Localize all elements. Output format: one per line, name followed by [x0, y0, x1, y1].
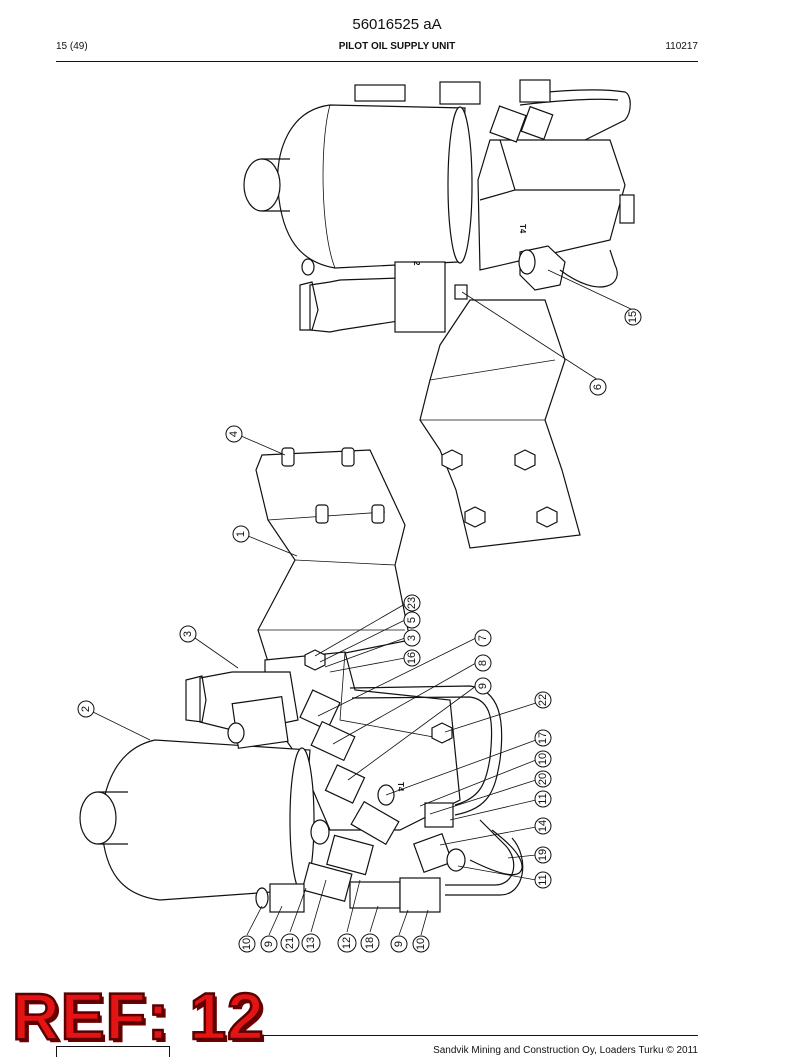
document-code: 110217 [665, 41, 698, 52]
port-label-t4-upper: T4 [518, 224, 527, 234]
ref-stamp: REF: 12 [11, 979, 265, 1053]
callout-10-right: 10 [419, 750, 552, 807]
svg-text:11: 11 [537, 874, 549, 885]
svg-text:20: 20 [537, 773, 549, 785]
svg-text:11: 11 [537, 793, 549, 804]
lower-accumulator [101, 739, 311, 901]
callout-1: 1 [232, 525, 298, 557]
upper-solenoid [309, 277, 406, 333]
callout-7: 7 [317, 629, 492, 717]
svg-text:19: 19 [537, 849, 549, 861]
callout-12: 12 [337, 879, 361, 953]
upper-accumulator [277, 104, 466, 269]
page-title: PILOT OIL SUPPLY UNIT [338, 41, 456, 52]
svg-text:10: 10 [537, 753, 549, 765]
header-rule [56, 61, 698, 62]
callout-17: 17 [385, 729, 552, 796]
svg-text:13: 13 [305, 937, 317, 949]
callout-9-upper: 9 [347, 677, 492, 781]
callout-21: 21 [280, 887, 307, 953]
lower-bracket [255, 449, 411, 669]
lower-assembly: T4 [79, 447, 524, 913]
callout-13: 13 [301, 879, 327, 953]
svg-text:5: 5 [406, 617, 418, 623]
svg-text:10: 10 [415, 938, 427, 950]
svg-text:6: 6 [592, 384, 604, 390]
lower-bracket-studs [281, 447, 385, 524]
callout-4: 4 [225, 425, 286, 456]
callout-2: 2 [77, 700, 151, 741]
svg-text:15: 15 [627, 311, 639, 323]
callout-15: 15 [547, 269, 642, 326]
callout-10-bottom-right: 10 [412, 909, 430, 953]
svg-text:16: 16 [406, 652, 418, 664]
callout-9-bottom-right: 9 [390, 909, 409, 953]
callout-9-bottom-left: 9 [260, 905, 283, 953]
svg-text:18: 18 [364, 937, 376, 949]
svg-text:8: 8 [477, 660, 489, 666]
upper-accumulator-cap [243, 158, 281, 212]
svg-text:3: 3 [406, 635, 418, 641]
footer-rule [238, 1035, 698, 1036]
callout-16: 16 [329, 649, 421, 673]
callout-10-bottom-left: 10 [238, 905, 263, 953]
callout-22: 22 [444, 691, 552, 733]
callout-11-lower: 11 [457, 865, 552, 889]
callout-23: 23 [314, 594, 421, 657]
svg-text:21: 21 [284, 937, 296, 949]
svg-text:7: 7 [477, 635, 489, 641]
upper-assembly: T4 2 [243, 79, 635, 549]
callout-3-left: 3 [179, 625, 239, 669]
page-number: 15 (49) [56, 41, 88, 52]
svg-text:14: 14 [537, 820, 549, 832]
callout-18: 18 [360, 905, 380, 953]
svg-text:10: 10 [241, 938, 253, 950]
callout-6: 6 [461, 291, 607, 396]
callout-5: 5 [319, 611, 421, 663]
brand-logo-box [56, 1046, 170, 1057]
callout-3-right: 3 [324, 629, 421, 668]
svg-text:23: 23 [406, 597, 418, 609]
svg-text:17: 17 [537, 732, 549, 744]
svg-text:9: 9 [393, 941, 405, 947]
upper-bracket-bolts [441, 449, 558, 528]
callout-8: 8 [332, 654, 492, 745]
callout-19: 19 [507, 846, 552, 864]
callout-20: 20 [429, 770, 552, 815]
svg-text:12: 12 [341, 937, 353, 949]
upper-valve-block [477, 139, 626, 271]
svg-text:1: 1 [235, 531, 247, 537]
svg-text:4: 4 [228, 431, 240, 437]
callout-11-upper: 11 [449, 790, 552, 821]
svg-text:22: 22 [537, 694, 549, 706]
upper-bracket [419, 299, 581, 549]
footer-copyright: Sandvik Mining and Construction Oy, Load… [433, 1045, 698, 1056]
exploded-view-drawing: T4 2 [77, 79, 642, 953]
svg-text:2: 2 [412, 261, 421, 266]
document-number: 56016525 aA [352, 16, 442, 33]
svg-text:9: 9 [477, 683, 489, 689]
port-label-t4-lower: T4 [396, 782, 405, 792]
svg-text:2: 2 [80, 706, 92, 712]
svg-text:3: 3 [182, 631, 194, 637]
svg-text:9: 9 [263, 941, 275, 947]
callout-14: 14 [439, 817, 552, 846]
